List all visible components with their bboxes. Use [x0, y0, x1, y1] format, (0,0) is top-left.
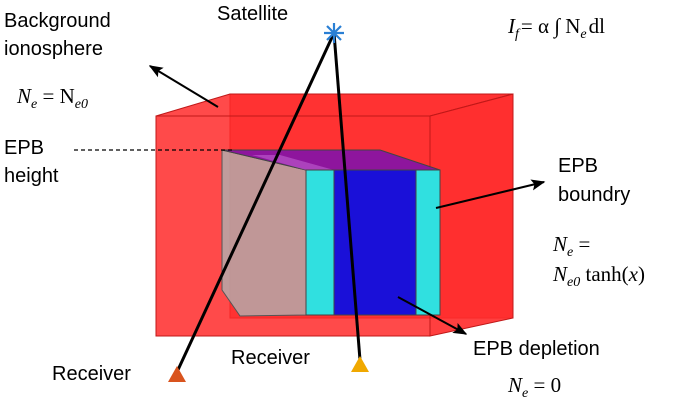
- background-label-line1: Background: [4, 10, 111, 32]
- integral-equation: If= α ∫ Nedl: [507, 14, 605, 42]
- ray-to-right-receiver: [332, 32, 362, 361]
- epb-structure: [74, 149, 441, 317]
- background-label-line2: ionosphere: [4, 38, 103, 60]
- boundary-equation-line1: Ne =: [552, 232, 590, 260]
- receiver-right-icon: [351, 356, 369, 372]
- epb-boundary-left: [305, 169, 335, 316]
- arrow-background: [148, 65, 219, 108]
- satellite-label: Satellite: [217, 3, 288, 25]
- bg-right-face: [429, 93, 514, 337]
- epb-depletion-label: EPB depletion: [473, 338, 600, 360]
- satellite-icon: [324, 23, 344, 43]
- epb-boundary-label-line2: boundry: [558, 184, 630, 206]
- epb-left-side: [221, 149, 307, 317]
- epb-height-label-line2: height: [4, 165, 59, 187]
- epb-boundary-right: [415, 169, 441, 316]
- arrow-epb-boundary: [435, 179, 546, 209]
- depletion-equation: Ne = 0: [507, 373, 561, 401]
- background-equation: Ne = Ne0: [16, 84, 88, 112]
- epb-height-label-line1: EPB: [4, 137, 44, 159]
- signal-rays: [175, 32, 362, 373]
- receiver-right-label: Receiver: [231, 347, 310, 369]
- epb-top-boundary-left: [252, 155, 334, 170]
- boundary-equation-line2: Ne0 tanh(x): [552, 262, 645, 290]
- ray-to-left-receiver: [175, 32, 336, 373]
- receiver-left-label: Receiver: [52, 363, 131, 385]
- receiver-left-icon: [168, 366, 186, 382]
- arrow-epb-depletion: [397, 296, 468, 335]
- epb-boundary-label-line1: EPB: [558, 155, 598, 177]
